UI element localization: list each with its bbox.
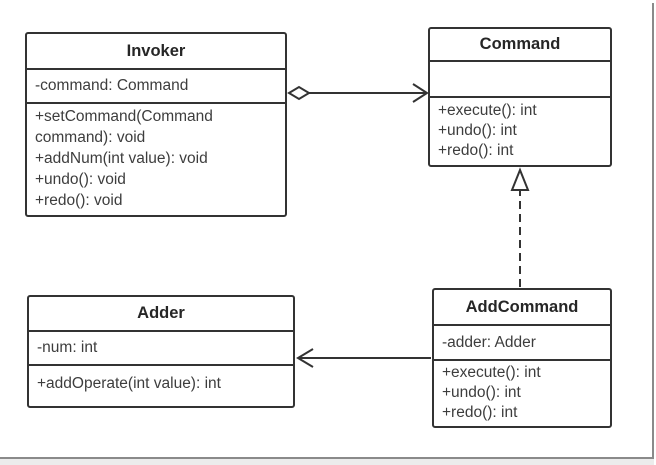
page-border-bottom bbox=[0, 457, 654, 459]
class-methods-command: +execute(): int +undo(): int +redo(): in… bbox=[430, 98, 610, 165]
class-method: +undo(): int bbox=[442, 384, 521, 401]
class-attributes-addcommand: -adder: Adder bbox=[434, 326, 610, 361]
class-attribute: -command: Command bbox=[35, 77, 189, 94]
page-border-right bbox=[652, 3, 654, 459]
aggregation-diamond bbox=[287, 85, 311, 101]
class-attribute: -num: int bbox=[37, 339, 98, 356]
hollow-triangle-arrowhead bbox=[510, 167, 530, 191]
class-method: +redo(): void bbox=[35, 192, 123, 209]
open-arrowhead bbox=[412, 83, 429, 103]
class-method: +redo(): int bbox=[442, 404, 518, 421]
class-attributes-invoker: -command: Command bbox=[27, 70, 285, 104]
class-method: +undo(): int bbox=[438, 122, 517, 139]
class-method: +addNum(int value): void bbox=[35, 150, 208, 167]
class-attributes-adder: -num: int bbox=[29, 332, 293, 366]
class-method: +undo(): void bbox=[35, 171, 126, 188]
class-methods-adder: +addOperate(int value): int bbox=[29, 366, 293, 406]
open-arrowhead bbox=[296, 348, 314, 368]
class-method: +execute(): int bbox=[442, 364, 541, 381]
class-methods-invoker: +setCommand(Command command): void +addN… bbox=[27, 104, 285, 215]
class-method: +setCommand(Command command): void bbox=[35, 108, 213, 146]
page-border-bottom-shade bbox=[0, 459, 654, 465]
class-box-addcommand: AddCommand -adder: Adder +execute(): int… bbox=[432, 288, 612, 428]
realization-addcommand-command bbox=[510, 167, 530, 287]
association-addcommand-adder bbox=[296, 348, 431, 368]
class-name-command: Command bbox=[430, 29, 610, 62]
class-box-command: Command +execute(): int +undo(): int +re… bbox=[428, 27, 612, 167]
class-box-adder: Adder -num: int +addOperate(int value): … bbox=[27, 295, 295, 408]
aggregation-invoker-command bbox=[287, 83, 429, 103]
class-method: +addOperate(int value): int bbox=[37, 375, 221, 392]
class-name-addcommand: AddCommand bbox=[434, 290, 610, 326]
class-attributes-command-empty bbox=[430, 62, 610, 98]
class-method: +execute(): int bbox=[438, 102, 537, 119]
class-box-invoker: Invoker -command: Command +setCommand(Co… bbox=[25, 32, 287, 217]
class-name-invoker: Invoker bbox=[27, 34, 285, 70]
class-method: +redo(): int bbox=[438, 142, 514, 159]
class-name-adder: Adder bbox=[29, 297, 293, 332]
class-attribute: -adder: Adder bbox=[442, 333, 536, 351]
class-methods-addcommand: +execute(): int +undo(): int +redo(): in… bbox=[434, 361, 610, 426]
